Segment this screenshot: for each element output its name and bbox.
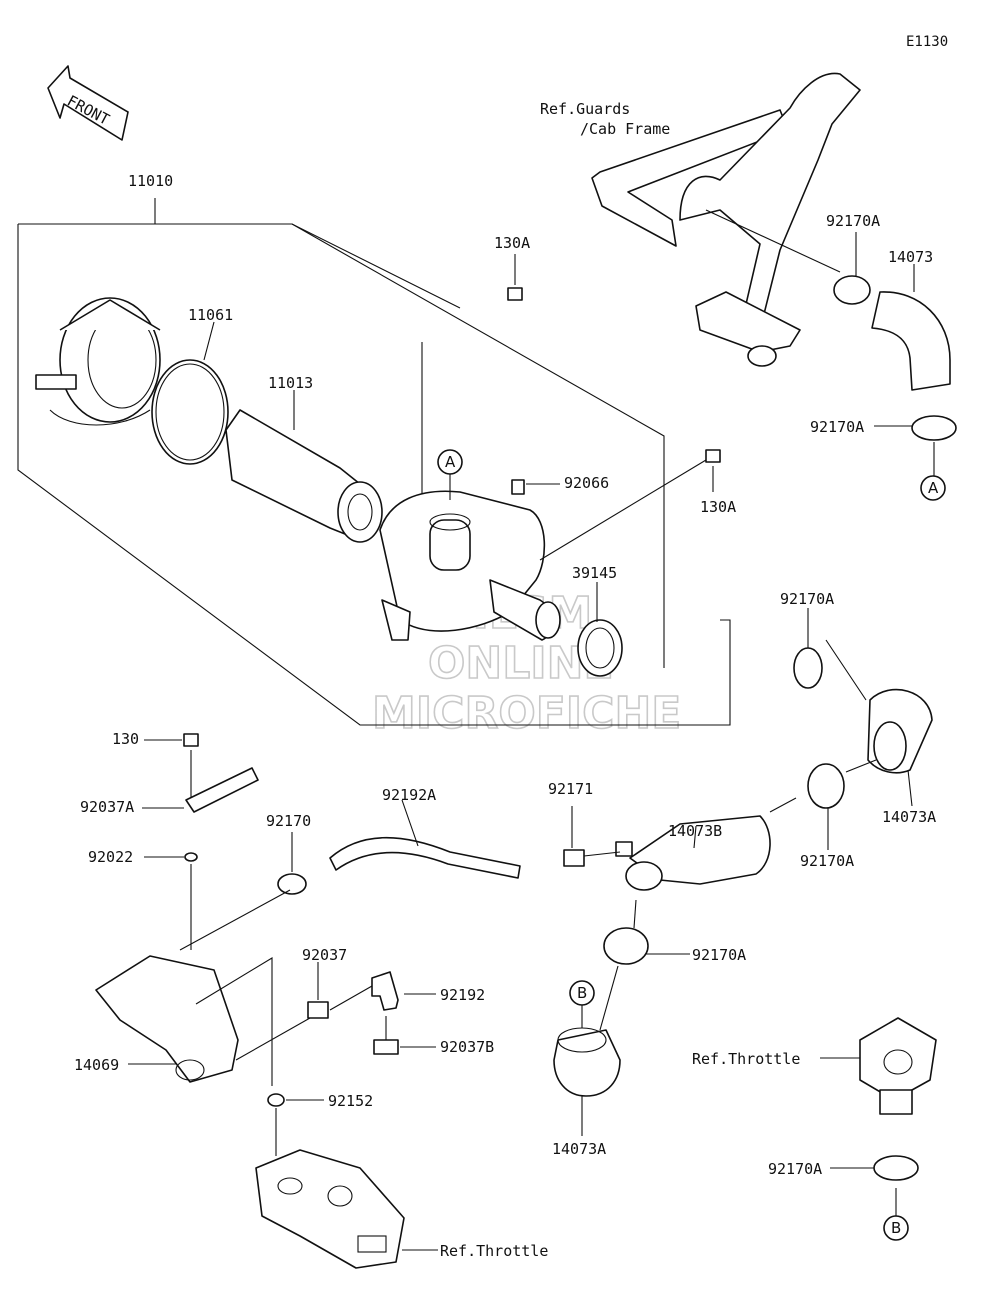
bolt-130-part bbox=[144, 733, 199, 800]
part-label-92152: 92152 bbox=[328, 1092, 373, 1110]
callout-a-1: A bbox=[437, 449, 463, 500]
part-label-14073a-2: 14073A bbox=[552, 1140, 606, 1158]
part-label-39145: 39145 bbox=[572, 564, 617, 582]
cover-14069-part bbox=[95, 955, 239, 1083]
boot-14073a-lower-part bbox=[553, 1029, 621, 1097]
ref-throttle-right-label: Ref.Throttle bbox=[692, 1050, 800, 1068]
clamp-92170a-1-part bbox=[833, 275, 871, 305]
clamp-92170a-5-part bbox=[603, 927, 649, 965]
part-label-130a-top: 130A bbox=[494, 234, 530, 252]
diagram-code: E1130 bbox=[906, 34, 948, 50]
part-label-11013: 11013 bbox=[268, 374, 313, 392]
part-label-130a-right: 130A bbox=[700, 498, 736, 516]
part-label-92192a: 92192A bbox=[382, 786, 436, 804]
part-label-14073a-1: 14073A bbox=[882, 808, 936, 826]
clamp-92037b-part bbox=[373, 1039, 399, 1055]
callout-b-2: B bbox=[883, 1188, 909, 1241]
clamp-ring-39145-part bbox=[577, 619, 623, 677]
svg-text:B: B bbox=[577, 984, 587, 1002]
throttle-body-bottom-part bbox=[255, 1149, 405, 1269]
part-label-11061: 11061 bbox=[188, 306, 233, 324]
nut-92152-part bbox=[267, 1093, 285, 1107]
clip-92171-part bbox=[563, 849, 585, 867]
part-label-92170a-4: 92170A bbox=[800, 852, 854, 870]
hose-14073-part bbox=[871, 291, 951, 391]
clamp-92170-part bbox=[277, 873, 307, 895]
part-label-92171: 92171 bbox=[548, 780, 593, 798]
part-label-92170a-2: 92170A bbox=[810, 418, 864, 436]
part-label-92170a-3: 92170A bbox=[780, 590, 834, 608]
throttle-body-right-part bbox=[859, 1017, 937, 1115]
part-label-14073b: 14073B bbox=[668, 822, 722, 840]
part-label-92192: 92192 bbox=[440, 986, 485, 1004]
front-arrow-icon: FRONT bbox=[47, 65, 129, 141]
air-cleaner-housing-part bbox=[379, 490, 561, 641]
part-label-92170a-6: 92170A bbox=[768, 1160, 822, 1178]
bolt-130a-top-part bbox=[507, 254, 523, 301]
clamp-92170a-3-part bbox=[793, 647, 823, 689]
part-label-92170a-1: 92170A bbox=[826, 212, 880, 230]
washer-92022-part bbox=[184, 852, 198, 862]
bolt-130a-right-part bbox=[705, 449, 721, 492]
clip-92037-part bbox=[307, 1001, 329, 1019]
part-label-92170: 92170 bbox=[266, 812, 311, 830]
svg-text:B: B bbox=[891, 1219, 901, 1237]
cab-frame-part bbox=[591, 72, 861, 367]
part-label-92037a: 92037A bbox=[80, 798, 134, 816]
strap-92037a-part bbox=[185, 767, 259, 813]
ref-cab-frame-label: /Cab Frame bbox=[580, 120, 670, 138]
part-label-130: 130 bbox=[112, 730, 139, 748]
part-label-92170a-5: 92170A bbox=[692, 946, 746, 964]
svg-text:A: A bbox=[445, 453, 456, 471]
hose-92192a-part bbox=[329, 836, 521, 879]
air-filter-element-part bbox=[225, 409, 383, 543]
clamp-92170a-2-part bbox=[911, 415, 957, 441]
callout-b-1: B bbox=[569, 980, 595, 1028]
duct-14073b-part bbox=[629, 815, 771, 885]
ref-throttle-bottom-label: Ref.Throttle bbox=[440, 1242, 548, 1260]
part-label-92037b: 92037B bbox=[440, 1038, 494, 1056]
seal-ring-part bbox=[151, 359, 229, 465]
part-label-11010: 11010 bbox=[128, 172, 173, 190]
filter-cover-part bbox=[35, 297, 161, 426]
part-label-14069: 14069 bbox=[74, 1056, 119, 1074]
watermark-line-3: MICROFICHE bbox=[372, 688, 681, 739]
assembly-bracket-11010 bbox=[17, 198, 731, 726]
clamp-92170a-4-part bbox=[807, 763, 845, 809]
part-label-92066: 92066 bbox=[564, 474, 609, 492]
ref-guards-label: Ref.Guards bbox=[540, 100, 630, 118]
fitting-92066-part bbox=[511, 479, 560, 495]
part-label-14073: 14073 bbox=[888, 248, 933, 266]
callout-a-2: A bbox=[920, 475, 946, 501]
clamp-92170a-6-part bbox=[873, 1155, 919, 1181]
elbow-92192-part bbox=[371, 971, 399, 1011]
part-label-92022: 92022 bbox=[88, 848, 133, 866]
svg-text:A: A bbox=[928, 479, 939, 497]
part-label-92037: 92037 bbox=[302, 946, 347, 964]
